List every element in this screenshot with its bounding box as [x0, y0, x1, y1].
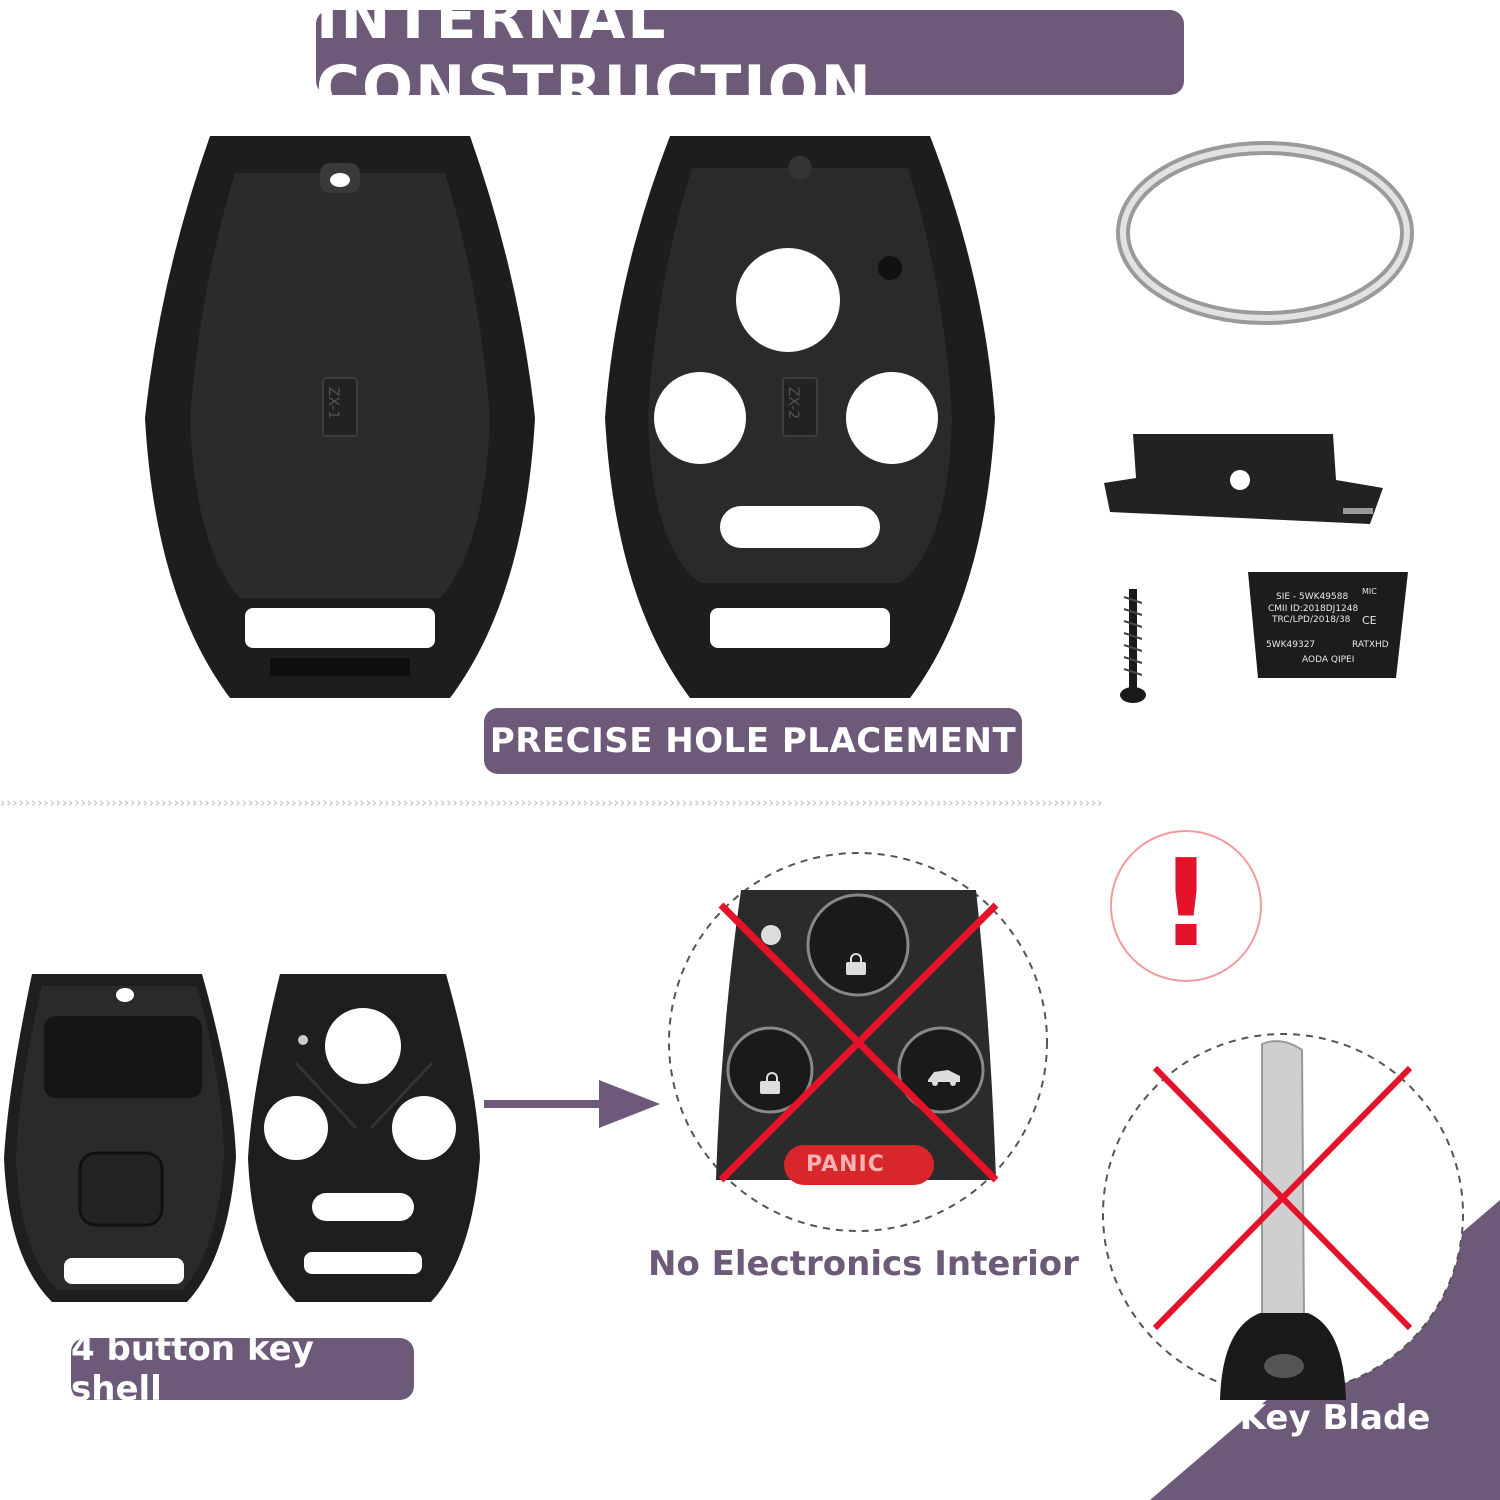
trunk-icon	[928, 1070, 960, 1086]
front-shell-mark: ZX-2	[785, 386, 802, 420]
battery-holder	[1104, 434, 1383, 524]
warning-symbol: !	[1158, 835, 1214, 974]
chip-ce: CE	[1362, 614, 1377, 627]
no-key-blade-circle	[1102, 1033, 1464, 1400]
lock-icon	[846, 953, 866, 975]
assembled-back-shell	[4, 974, 236, 1302]
unlock-icon	[760, 1072, 780, 1094]
key-ring	[1116, 141, 1414, 325]
exclamation-icon	[1110, 830, 1262, 982]
chip-mic: MIC	[1362, 587, 1377, 596]
chip-line-5: AODA QIPEI	[1302, 655, 1355, 665]
panic-button-label: PANIC	[806, 1152, 885, 1177]
arrow-right-icon	[484, 1080, 660, 1128]
screw	[1120, 589, 1146, 703]
precise-hole-label: PRECISE HOLE PLACEMENT	[484, 708, 1022, 774]
back-shell-mark: ZX-1	[325, 386, 342, 420]
key-shell-label: 4 button key shell	[71, 1329, 414, 1409]
section-divider: ››››››››››››››››››››››››››››››››››››››››…	[0, 797, 1104, 811]
front-shell-interior	[605, 136, 995, 698]
chip-line-4-right: RATXHD	[1352, 640, 1389, 650]
chip-line-4-left: 5WK49327	[1266, 640, 1316, 650]
no-key-blade-label: No Key Blade	[1176, 1398, 1431, 1438]
no-electronics-circle	[668, 852, 1048, 1232]
chip-label	[1248, 572, 1408, 678]
chip-line-3: TRC/LPD/2018/38	[1272, 615, 1351, 625]
no-electronics-label: No Electronics Interior	[648, 1244, 1079, 1284]
chip-line-1: SIE - 5WK49588	[1276, 592, 1349, 602]
chip-line-2: CMII ID:2018DJ1248	[1268, 604, 1359, 614]
page-title: INTERNAL CONSTRUCTION	[316, 0, 1184, 123]
assembled-front-cover	[248, 974, 480, 1302]
back-shell-interior	[145, 136, 535, 698]
